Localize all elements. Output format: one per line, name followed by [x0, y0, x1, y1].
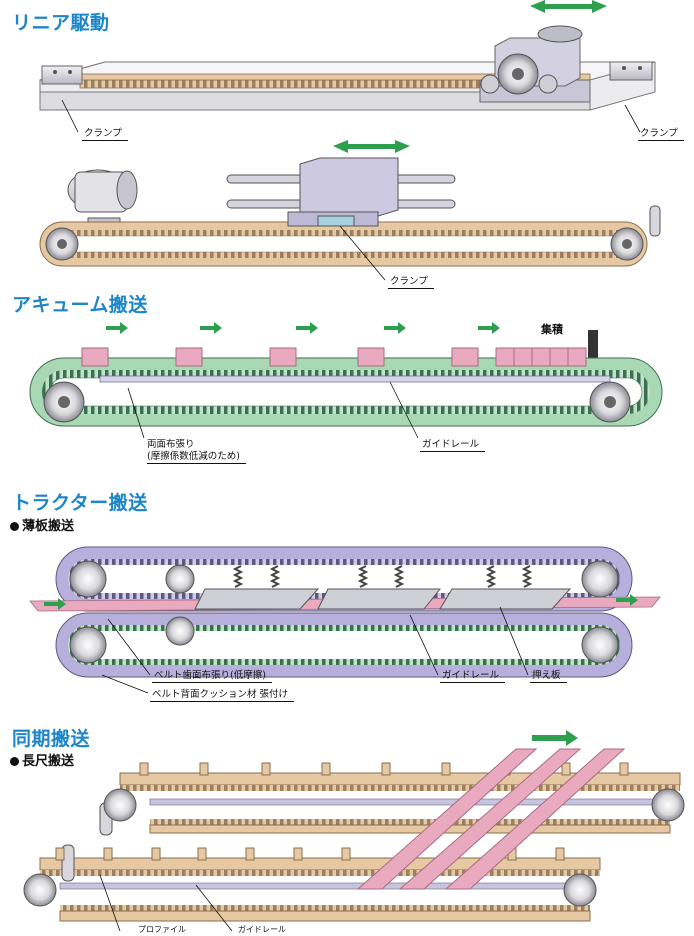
section-title-sync: 同期搬送	[12, 728, 91, 750]
motion-arrow-sync	[532, 730, 578, 746]
linear-belt-loop	[39, 157, 661, 267]
sync-belt-front	[23, 844, 601, 922]
linear-drive-diagram	[39, 0, 661, 281]
springs	[232, 565, 533, 588]
cushion-label: ベルト背面クッション材 張付け	[150, 686, 295, 702]
tractor-diagram	[29, 546, 661, 694]
clamp-label-left: クランプ	[82, 125, 128, 141]
linear-base-rail	[39, 25, 656, 111]
section-title-accumulation: アキューム搬送	[12, 294, 148, 316]
long-workpieces	[356, 748, 626, 890]
bullet-icon	[10, 757, 19, 766]
press-plates	[194, 588, 572, 610]
clamp-label-right: クランプ	[638, 125, 684, 141]
motion-arrows-accumulation	[106, 322, 500, 334]
teeth-fabric-label: ベルト歯面布張り(低摩擦)	[152, 667, 272, 683]
profile-label: プロファイル	[138, 925, 186, 934]
guide-rail-label-sync: ガイドレール	[238, 925, 286, 934]
double-fabric-note: (摩擦係数低減のため)	[147, 448, 246, 464]
accumulation-diagram	[29, 322, 663, 439]
motion-arrow-linear-2	[333, 140, 410, 153]
workpieces-accumulation	[81, 347, 587, 367]
double-fabric-label: 両面布張り	[147, 439, 195, 450]
section-title-tractor: トラクター搬送	[12, 492, 148, 514]
section-title-linear: リニア駆動	[12, 12, 110, 34]
press-plate-label: 押え板	[530, 667, 567, 683]
clamp-label-carriage: クランプ	[388, 273, 434, 289]
guide-rail-label-tractor: ガイドレール	[440, 667, 506, 683]
motion-arrow-tractor-in	[44, 598, 66, 610]
subtitle-tractor: 薄板搬送	[10, 515, 74, 534]
sync-diagram	[23, 730, 685, 932]
sync-belt-back	[99, 772, 685, 836]
guide-rail-label-accumulation: ガイドレール	[420, 436, 486, 452]
accumulate-label: 集積	[541, 323, 563, 336]
motion-arrow-tractor-out	[616, 594, 638, 606]
subtitle-sync: 長尺搬送	[10, 750, 74, 769]
motion-arrow-linear-1	[530, 0, 607, 13]
bullet-icon	[10, 522, 19, 531]
